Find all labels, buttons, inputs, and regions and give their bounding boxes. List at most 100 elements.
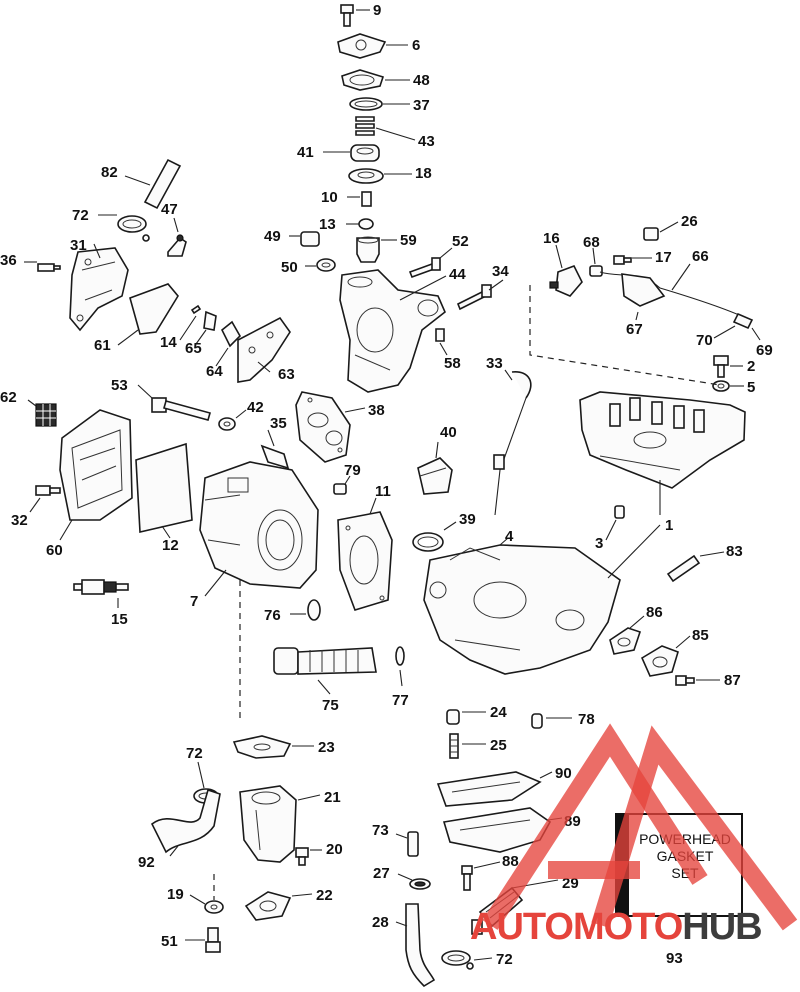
callout-42: 42 (247, 399, 264, 416)
part-washer-19 (204, 900, 224, 914)
callout-70: 70 (696, 332, 713, 349)
part-screw-20 (295, 847, 309, 866)
callout-33: 33 (486, 355, 503, 372)
callout-4: 4 (505, 528, 514, 545)
part-pin-79 (333, 483, 347, 495)
callout-7: 7 (190, 593, 198, 610)
callout-36: 36 (0, 252, 17, 269)
callout-72-c: 72 (496, 951, 513, 968)
part-filler-cap-40 (417, 457, 453, 495)
callout-34: 34 (492, 263, 509, 280)
part-grommet-62 (35, 403, 57, 427)
callout-25: 25 (490, 737, 507, 754)
callout-21: 21 (324, 789, 341, 806)
callout-16: 16 (543, 230, 560, 247)
gasket-set-label: POWERHEAD GASKET SET (639, 831, 731, 881)
part-bearing-41 (350, 144, 380, 162)
callout-72-b: 72 (186, 745, 203, 762)
callout-65: 65 (185, 340, 202, 357)
part-spring-58 (435, 328, 445, 342)
part-screw-88 (461, 865, 473, 891)
part-gasket-86 (609, 627, 642, 655)
callout-35: 35 (270, 415, 287, 432)
callout-64: 64 (206, 363, 223, 380)
part-clamp-27 (409, 878, 431, 890)
callout-63: 63 (278, 366, 295, 383)
part-washer-5 (712, 380, 730, 392)
callout-32: 32 (11, 512, 28, 529)
part-plate-63 (237, 316, 291, 383)
part-screw-36 (37, 263, 61, 272)
callout-22: 22 (316, 887, 333, 904)
part-screw-32 (35, 485, 61, 496)
callout-44: 44 (449, 266, 466, 283)
watermark-text-red: AUTOMOTO (470, 906, 683, 948)
part-tube-75 (273, 647, 377, 675)
callout-37: 37 (413, 97, 430, 114)
callout-48: 48 (413, 72, 430, 89)
callout-labels: 9 6 48 37 43 41 18 10 13 49 59 50 52 44 … (0, 2, 773, 968)
part-bolt-53 (151, 397, 211, 421)
callout-3: 3 (595, 535, 603, 552)
part-hose-92 (150, 788, 221, 854)
part-oring-77 (395, 646, 405, 666)
callout-47: 47 (161, 201, 178, 218)
part-gasket-64 (220, 320, 241, 348)
part-screw-52 (408, 257, 441, 279)
part-spark-plug-15 (73, 579, 129, 595)
callout-10: 10 (321, 189, 338, 206)
callout-76: 76 (264, 607, 281, 624)
callout-86: 86 (646, 604, 663, 621)
callout-13: 13 (319, 216, 336, 233)
part-gasket-22 (244, 891, 292, 921)
callout-69: 69 (756, 342, 773, 359)
part-bolt-51 (205, 927, 221, 953)
part-gasket-61 (129, 283, 179, 335)
part-stud-25 (449, 733, 459, 759)
callout-93: 93 (666, 950, 683, 967)
callout-87: 87 (724, 672, 741, 689)
part-plate-89 (442, 807, 552, 853)
callout-1: 1 (665, 517, 673, 534)
part-plug-49 (300, 231, 320, 247)
callout-88: 88 (502, 853, 519, 870)
part-pin-10 (361, 191, 372, 207)
callout-50: 50 (281, 259, 298, 276)
callout-83: 83 (726, 543, 743, 560)
callout-78: 78 (578, 711, 595, 728)
part-valve-59 (356, 236, 380, 263)
callout-28: 28 (372, 914, 389, 931)
part-gasket-90 (436, 771, 542, 807)
callout-90: 90 (555, 765, 572, 782)
part-cover-60 (59, 409, 133, 521)
part-hose-82 (143, 158, 182, 210)
part-pin-14 (190, 304, 202, 315)
part-cover-31 (69, 247, 129, 332)
watermark-text: AUTOMOTOHUB (470, 906, 763, 949)
part-hose-28 (405, 903, 436, 988)
callout-49: 49 (264, 228, 281, 245)
callout-77: 77 (392, 692, 409, 709)
callout-82: 82 (101, 164, 118, 181)
gasket-set-box: POWERHEAD GASKET SET (615, 813, 743, 917)
callout-40: 40 (440, 424, 457, 441)
part-manifold-44 (339, 269, 446, 393)
part-fitting-47 (167, 234, 187, 257)
part-spring-43 (355, 116, 375, 136)
callout-2: 2 (747, 358, 755, 375)
callout-39: 39 (459, 511, 476, 528)
part-ring-13 (358, 218, 374, 230)
callout-61: 61 (94, 337, 111, 354)
callout-89: 89 (564, 813, 581, 830)
callout-75: 75 (322, 697, 339, 714)
part-screw-87 (675, 675, 695, 686)
callout-17: 17 (655, 249, 672, 266)
callout-6: 6 (412, 37, 420, 54)
part-gasket-12 (135, 442, 193, 533)
callout-18: 18 (415, 165, 432, 182)
callout-79: 79 (344, 462, 361, 479)
callout-14: 14 (160, 334, 177, 351)
callout-92: 92 (138, 854, 155, 871)
part-gasket-11 (337, 511, 393, 611)
